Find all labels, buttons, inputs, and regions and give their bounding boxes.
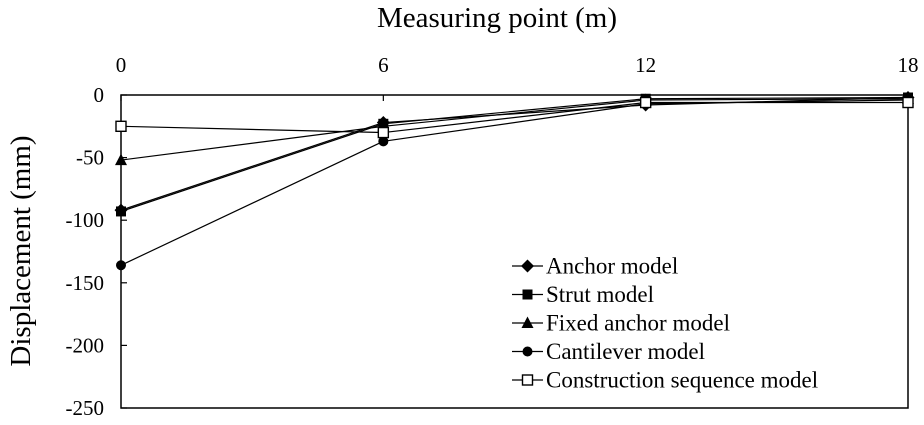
- x-axis-title: Measuring point (m): [377, 2, 617, 34]
- y-tick-label: 0: [94, 83, 105, 107]
- legend-marker: [522, 346, 533, 357]
- series: [116, 92, 913, 217]
- legend-label: Construction sequence model: [546, 368, 818, 393]
- legend-label: Strut model: [546, 282, 654, 307]
- y-axis-ticks: 0 -50 -100 -150 -200 -250: [66, 83, 127, 420]
- series-line: [120, 96, 909, 213]
- x-tick-label: 0: [116, 53, 127, 77]
- series: [115, 96, 914, 139]
- x-axis-ticks: 0 6 12 18: [116, 53, 919, 101]
- series-line: [120, 98, 909, 161]
- legend-entry: Cantilever model: [512, 339, 705, 364]
- legend-label: Anchor model: [546, 254, 678, 279]
- y-axis-title: Displacement (mm): [5, 135, 37, 366]
- legend-entry: Fixed anchor model: [512, 311, 730, 336]
- x-tick-label: 18: [898, 53, 919, 77]
- data-point: [115, 120, 127, 133]
- data-point: [902, 96, 914, 109]
- legend-marker: [521, 374, 534, 386]
- legend-entry: Strut model: [512, 282, 654, 307]
- legend-label: Fixed anchor model: [546, 311, 730, 336]
- data-point: [115, 153, 127, 166]
- series-line: [120, 96, 909, 211]
- series: [116, 95, 913, 271]
- data-point: [116, 260, 126, 271]
- legend-marker: [521, 316, 534, 328]
- x-tick-label: 12: [635, 53, 656, 77]
- y-tick-label: -150: [66, 271, 105, 295]
- legend-label: Cantilever model: [546, 339, 705, 364]
- series: [114, 91, 915, 217]
- plot-area-frame: [120, 94, 909, 409]
- data-point: [378, 136, 389, 147]
- x-tick-label: 6: [378, 53, 389, 77]
- legend-marker: [521, 259, 534, 273]
- data-point: [116, 206, 126, 217]
- legend-marker: [522, 289, 533, 300]
- y-tick-label: -250: [66, 396, 105, 420]
- series-layer: [114, 91, 915, 271]
- series-line: [120, 99, 909, 266]
- y-tick-label: -200: [66, 333, 105, 357]
- data-point: [377, 126, 390, 139]
- legend-entry: Anchor model: [512, 254, 678, 279]
- data-point: [639, 96, 652, 109]
- y-tick-label: -50: [76, 146, 104, 170]
- y-tick-label: -100: [66, 208, 105, 232]
- series-line: [120, 101, 908, 134]
- legend-entry: Construction sequence model: [512, 368, 818, 393]
